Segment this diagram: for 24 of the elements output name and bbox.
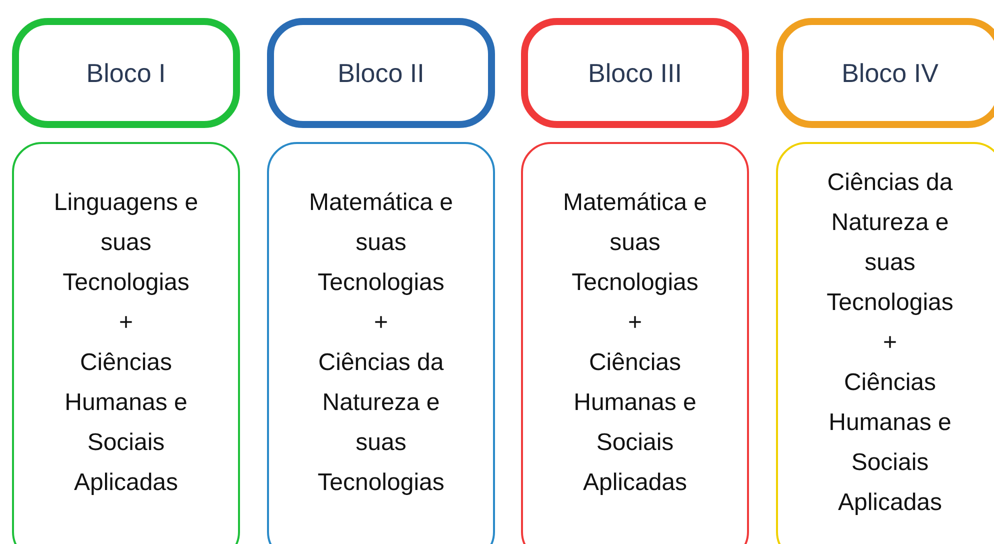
subject-text: Linguagens e suas Tecnologias [52,188,200,298]
block-header-box [267,18,495,128]
block-title: Bloco IV [842,58,938,88]
subject-text: Matemática e suas Tecnologias [308,188,454,298]
plus-sign: + [626,308,643,338]
plus-sign: + [882,328,898,358]
subject-text: Ciências Humanas e Sociais Aplicadas [572,348,698,498]
block-title: Bloco I [86,58,166,88]
block-title: Bloco III [588,58,682,88]
subject-text: Ciências Humanas e Sociais Aplicadas [64,348,188,498]
block-title: Bloco II [338,58,424,88]
subject-card [267,142,495,544]
subject-card [12,142,240,544]
plus-sign: + [372,308,389,338]
subject-text: Ciências da Natureza e suas Tecnologias [316,348,446,498]
subject-card [776,142,994,544]
block-header-box [12,18,240,128]
block-header-box [776,18,994,128]
subject-text: Ciências da Natureza e suas Tecnologias [826,168,954,318]
block-header-box [521,18,749,128]
plus-sign: + [118,308,134,338]
subject-card [521,142,749,544]
subject-text: Matemática e suas Tecnologias [562,188,708,298]
subject-text: Ciências Humanas e Sociais Aplicadas [828,368,952,518]
